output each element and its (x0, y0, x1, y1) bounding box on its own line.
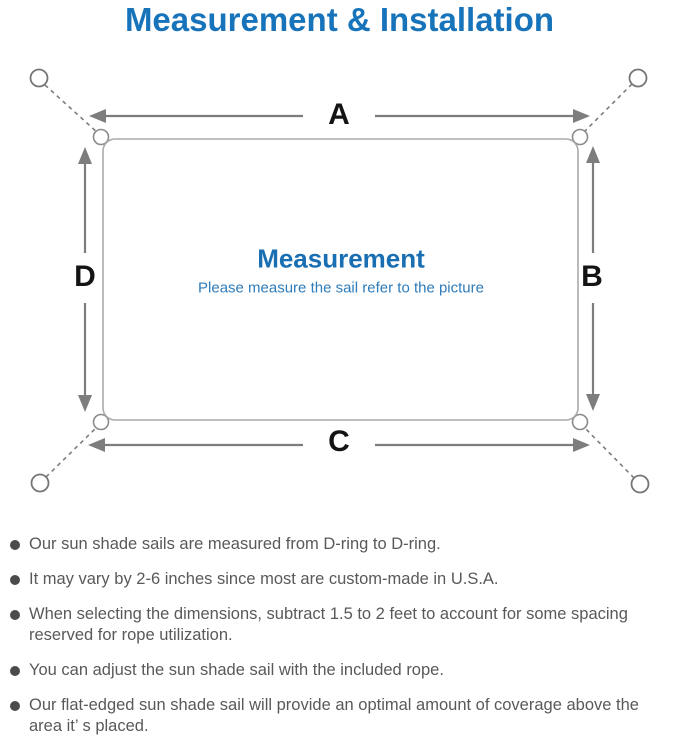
list-item: You can adjust the sun shade sail with t… (10, 660, 674, 681)
bullet-icon (10, 666, 20, 676)
rope-line-bottom-right (581, 424, 635, 479)
list-item: Our sun shade sails are measured from D-… (10, 534, 674, 555)
dimension-label-b: B (581, 260, 603, 293)
sail-rectangle (102, 138, 579, 421)
page-title: Measurement & Installation (124, 1, 555, 38)
note-text: You can adjust the sun shade sail with t… (29, 661, 444, 679)
bullet-icon (10, 540, 20, 550)
note-text: Our sun shade sails are measured from D-… (29, 535, 441, 553)
anchor-ring-icon-bottom-right (630, 474, 650, 494)
anchor-ring-icon-bottom-left (30, 473, 50, 493)
sail-center-subtitle: Please measure the sail refer to the pic… (198, 279, 484, 297)
anchor-ring-icon-top-right (628, 68, 648, 88)
dimension-arrow-d (78, 147, 92, 412)
sail-center-heading: Measurement (257, 243, 425, 274)
list-item: When selecting the dimensions, subtract … (10, 604, 674, 646)
d-ring-icon-top-left (92, 128, 110, 146)
dimension-label-a: A (328, 98, 350, 131)
note-text: Our flat-edged sun shade sail will provi… (29, 696, 639, 735)
anchor-ring-icon-top-left (29, 68, 49, 88)
dimension-arrow-a (89, 109, 590, 123)
d-ring-icon-top-right (571, 128, 589, 146)
measurement-diagram (29, 68, 650, 494)
dimension-label-d: D (74, 260, 96, 293)
bullet-icon (10, 575, 20, 585)
dimension-arrow-b (586, 146, 600, 411)
rope-line-bottom-left (45, 424, 100, 478)
dimension-label-c: C (328, 425, 350, 458)
list-item: Our flat-edged sun shade sail will provi… (10, 695, 674, 737)
rope-line-top-right (581, 83, 633, 135)
bullet-icon (10, 701, 20, 711)
dimension-arrow-c (88, 438, 590, 452)
list-item: It may vary by 2-6 inches since most are… (10, 569, 674, 590)
rope-line-top-left (44, 84, 100, 135)
note-text: When selecting the dimensions, subtract … (29, 605, 628, 644)
note-text: It may vary by 2-6 inches since most are… (29, 570, 499, 588)
d-ring-icon-bottom-left (92, 413, 110, 431)
d-ring-icon-bottom-right (571, 413, 589, 431)
bullet-icon (10, 610, 20, 620)
notes-list: Our sun shade sails are measured from D-… (10, 534, 674, 739)
